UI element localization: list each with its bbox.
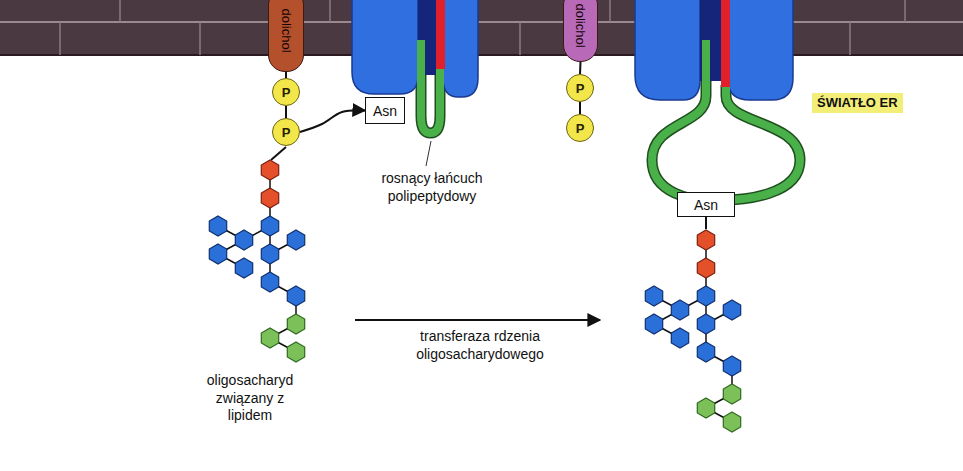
sugar-hexagon	[723, 384, 740, 404]
sugar-hexagon	[209, 244, 226, 264]
signal-sequence	[721, 0, 730, 87]
node-text: P	[576, 81, 585, 96]
sugar-hexagon	[671, 300, 688, 320]
enzyme-label: transferaza rdzenia oligosacharydowego	[380, 328, 580, 363]
membrane-edge	[0, 54, 963, 56]
oligosaccharides	[209, 160, 740, 432]
translocon	[352, 0, 478, 133]
er-membrane	[0, 0, 963, 56]
sugar-hexagon	[697, 286, 714, 306]
dolichol-anchor: dolichol	[268, 0, 304, 72]
sugar-hexagon	[209, 216, 226, 236]
callout-label: rosnący łańcuch polipeptydowy	[357, 170, 507, 205]
sugar-hexagon	[723, 356, 740, 376]
leader-line	[426, 141, 431, 166]
sugar-hexagon	[287, 286, 304, 306]
transfer-arrow	[300, 110, 365, 132]
sugar-hexagon	[697, 258, 714, 278]
sugar-hexagon	[287, 342, 304, 362]
sugar-hexagon	[261, 328, 278, 348]
phosphate-circle: P	[566, 74, 594, 102]
translocon	[635, 0, 800, 200]
region-label: ŚWIATŁO ER	[812, 93, 903, 113]
node-text: Asn	[373, 103, 397, 119]
sugar-hexagon	[671, 328, 688, 348]
sugar-hexagon	[235, 258, 252, 278]
sugar-hexagon	[287, 314, 304, 334]
sugar-hexagon	[261, 188, 278, 208]
sugar-hexagon	[645, 286, 662, 306]
bond-line	[579, 102, 581, 114]
asparagine-box: Asn	[677, 192, 735, 217]
sugar-hexagon	[261, 216, 278, 236]
sugar-hexagon	[261, 272, 278, 292]
node-text: P	[282, 125, 291, 140]
pyrophosphate-bond	[271, 147, 286, 160]
translocon-subunit	[443, 0, 478, 97]
translocon-subunit	[635, 0, 700, 100]
sugar-hexagon	[261, 244, 278, 264]
sugar-hexagon	[697, 342, 714, 362]
callout-label: oligosacharyd związany z lipidem	[195, 372, 305, 425]
asn-glycan-bond	[705, 217, 707, 229]
membrane-leaflet-line	[0, 21, 963, 23]
transfer-arrow	[355, 319, 600, 321]
signal-sequence	[436, 0, 445, 69]
translocon-subunit	[352, 0, 418, 94]
bond-line	[579, 62, 582, 74]
sugar-hexagon	[697, 314, 714, 334]
phosphate-circle: P	[272, 78, 300, 106]
node-text: dolichol	[573, 3, 588, 47]
bond-line	[285, 106, 287, 118]
sugar-hexagon	[261, 160, 278, 180]
phosphate-circle: P	[272, 118, 300, 146]
sugar-hexagon	[697, 398, 714, 418]
sugar-hexagon	[287, 230, 304, 250]
oligosaccharide-tree	[645, 230, 740, 432]
asparagine-box: Asn	[365, 97, 405, 124]
membrane-band	[0, 0, 963, 56]
node-text: dolichol	[279, 8, 294, 52]
phosphate-circle: P	[566, 114, 594, 142]
oligosaccharide-tree	[209, 160, 304, 362]
sugar-hexagon	[723, 300, 740, 320]
sugar-hexagon	[645, 314, 662, 334]
dolichol-anchor: dolichol	[563, 0, 598, 62]
node-text: P	[576, 121, 585, 136]
sugar-hexagon	[697, 230, 714, 250]
sugar-hexagon	[235, 230, 252, 250]
sugar-hexagon	[723, 412, 740, 432]
translocon-subunit	[728, 0, 793, 100]
node-text: P	[282, 85, 291, 100]
node-text: Asn	[694, 197, 718, 213]
